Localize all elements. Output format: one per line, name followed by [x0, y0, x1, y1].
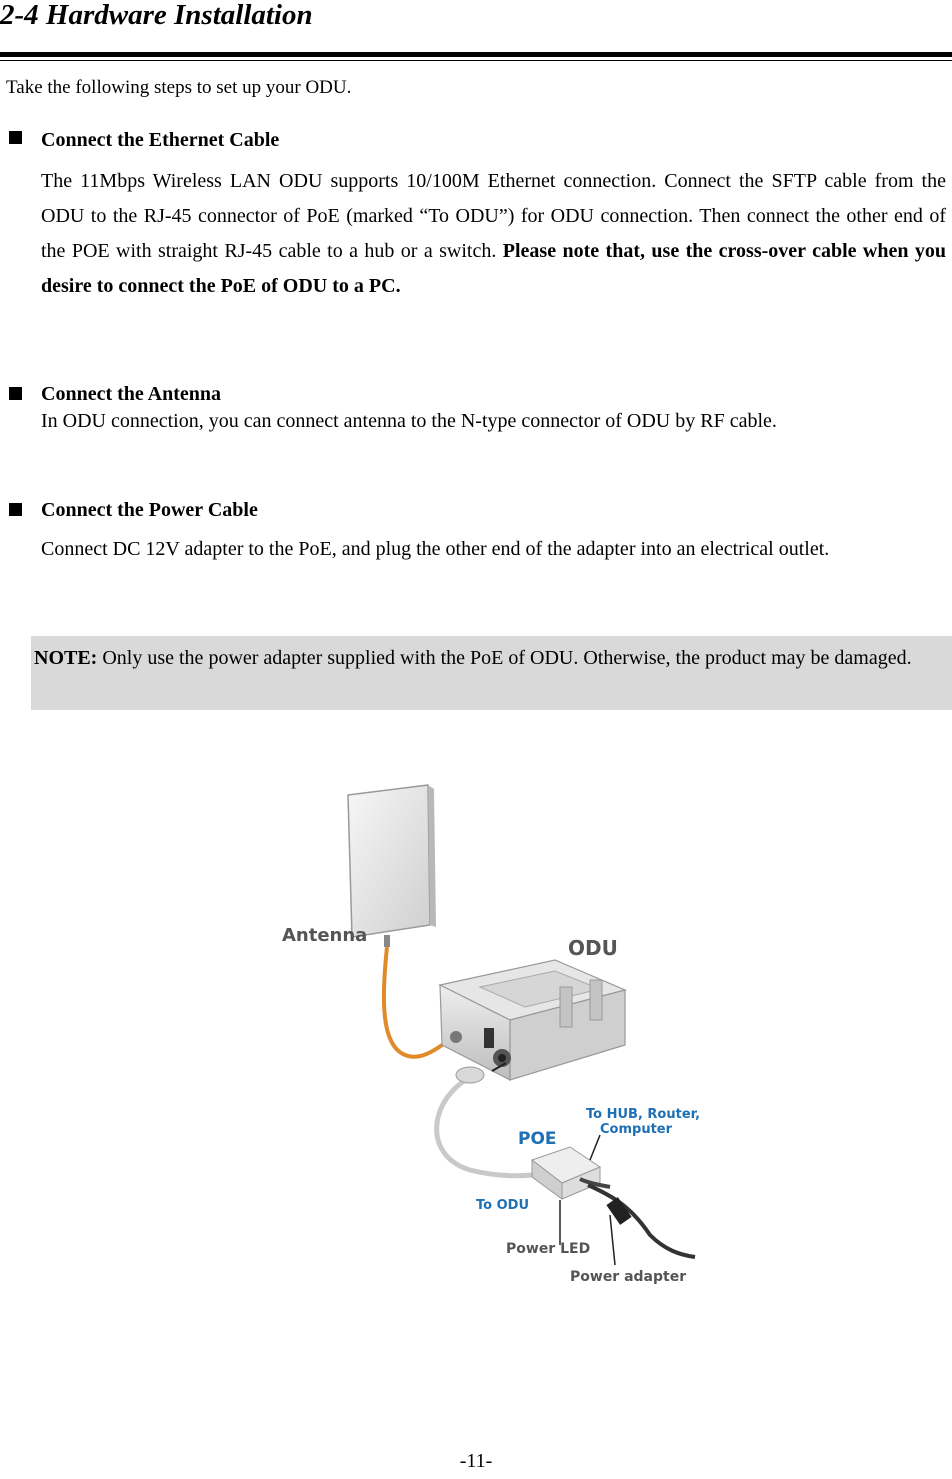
title-rule-thick	[0, 52, 952, 57]
ethernet-emphasis: Please note that, use the cross-over cab…	[41, 240, 947, 297]
intro-text: Take the following steps to set up your …	[6, 77, 352, 98]
bullet-square-icon	[9, 503, 22, 516]
note-text: Only use the power adapter supplied with…	[97, 647, 912, 669]
pointer-line	[589, 1134, 601, 1161]
step-text-power: Connect DC 12V adapter to the PoE, and p…	[41, 538, 830, 560]
step-heading-power: Connect the Power Cable	[41, 499, 258, 521]
bullet-square-icon	[9, 387, 22, 400]
ferrite-bead-icon	[606, 1197, 632, 1225]
title-rule-thin	[0, 60, 952, 61]
hardware-diagram-svg: Antenna ODU POE To HUB, Router, Computer…	[282, 784, 700, 1285]
antenna-panel-icon	[347, 784, 436, 947]
poe-injector-icon	[530, 1146, 602, 1200]
label-to-hub-line1: To HUB, Router,	[586, 1107, 700, 1122]
lan-cable-icon	[579, 1177, 611, 1189]
arrow-icon	[491, 1062, 507, 1072]
label-to-hub-line2: Computer	[600, 1122, 673, 1137]
hardware-diagram: Antenna ODU POE To HUB, Router, Computer…	[270, 775, 710, 1295]
step-heading-ethernet: Connect the Ethernet Cable	[41, 129, 280, 151]
note-box: NOTE: Only use the power adapter supplie…	[31, 636, 952, 710]
label-poe: POE	[518, 1129, 557, 1149]
label-antenna: Antenna	[282, 925, 367, 946]
pointer-line	[609, 1214, 616, 1266]
ethernet-body: The 11Mbps Wireless LAN ODU supports 10/…	[41, 170, 946, 262]
ethernet-cable-icon	[434, 1072, 533, 1179]
step-text-ethernet: The 11Mbps Wireless LAN ODU supports 10/…	[41, 164, 946, 304]
label-power-adapter: Power adapter	[570, 1269, 686, 1285]
rj45-plug-icon	[455, 1066, 485, 1084]
step-text-antenna: In ODU connection, you can connect anten…	[41, 410, 777, 432]
note-label: NOTE:	[34, 647, 98, 669]
label-odu: ODU	[568, 936, 618, 960]
power-cable-icon	[587, 1183, 696, 1259]
step-heading-antenna: Connect the Antenna	[41, 383, 222, 405]
label-power-led: Power LED	[506, 1241, 590, 1257]
section-title: 2-4 Hardware Installation	[0, 0, 313, 31]
bullet-square-icon	[9, 131, 22, 144]
odu-unit-icon	[438, 959, 627, 1081]
rf-cable-icon	[381, 946, 447, 1059]
label-to-odu: To ODU	[476, 1198, 529, 1213]
page-number: -11-	[459, 1450, 493, 1472]
